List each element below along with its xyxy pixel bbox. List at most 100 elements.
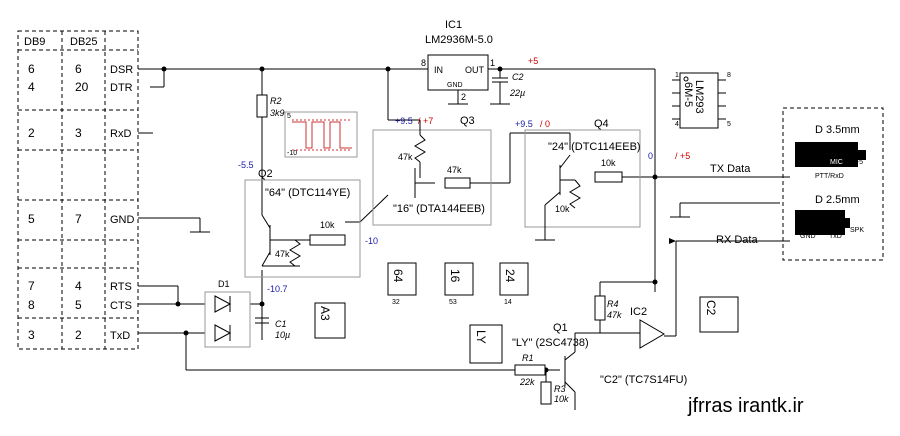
r2-resistor: R2 3k9	[256, 94, 285, 118]
svg-text:TxD: TxD	[829, 233, 842, 240]
gnd-label: GND	[110, 214, 135, 226]
svg-text:5: 5	[727, 121, 731, 128]
q1-ref: Q1	[553, 322, 568, 334]
pkg-ly: LY	[469, 324, 503, 364]
net-q4-red: / 0	[540, 119, 550, 129]
pkg-24: 24 14	[499, 262, 529, 306]
svg-text:GND: GND	[800, 233, 816, 240]
r2-ref: R2	[270, 96, 282, 106]
dsr-db25: 6	[75, 62, 82, 76]
rxd-db25: 3	[75, 126, 82, 140]
q1-transistor: Q1 "LY" (2SC4738) R1 22k R3 10k "C2" (TC…	[512, 322, 687, 405]
txd-db9: 3	[28, 328, 35, 342]
col-db25-header: DB25	[70, 36, 98, 48]
rxd-label: RxD	[110, 128, 131, 140]
q2-part: "64" (DTC114YE)	[265, 187, 350, 199]
q3-rb: 47k	[447, 165, 462, 175]
q4-rb: 10k	[601, 158, 616, 168]
net-q3-blue: +9.5	[395, 116, 413, 126]
c2-ref: C2	[512, 72, 524, 82]
svg-text:GND: GND	[447, 82, 463, 89]
jack35-title: D 3.5mm	[815, 124, 860, 136]
q3-box: +9.5 / +7 Q3 "16" (DTA144EEB) 47k 47k -1…	[365, 115, 492, 246]
ic2-schmitt: IC2	[630, 306, 665, 349]
cts-db9: 8	[28, 298, 35, 312]
waveform-bottom: -10	[287, 150, 297, 157]
svg-text:53: 53	[449, 299, 457, 306]
c2-pkg-code: C2	[704, 300, 718, 316]
svg-text:4: 4	[675, 121, 679, 128]
dtr-db25: 20	[75, 80, 89, 94]
cts-db25: 5	[75, 298, 82, 312]
gnd-db9: 5	[28, 212, 35, 226]
cts-label: CTS	[110, 300, 132, 312]
waveform-top: 5	[287, 113, 291, 120]
net-tx-blue: 0	[648, 151, 653, 161]
lm293-label2: 6M-5	[682, 82, 694, 107]
c1-value: 10µ	[275, 330, 290, 340]
q4-part: "24" (DTC114EEB)	[548, 141, 641, 153]
svg-text:14: 14	[504, 299, 512, 306]
svg-text:MIC: MIC	[830, 159, 843, 166]
q2-ref: Q2	[258, 168, 273, 180]
txd-db25: 2	[75, 328, 82, 342]
jack25-title: D 2.5mm	[815, 194, 860, 206]
c1-capacitor: C1 10µ	[255, 317, 290, 340]
q1-part: "LY" (2SC4738)	[512, 337, 589, 349]
net-q3-red: / +7	[418, 116, 433, 126]
r4-ref: R4	[607, 299, 619, 309]
svg-text:IN: IN	[434, 65, 443, 75]
ic1-regulator: IN OUT GND IC1 LM2936M-5.0 8 1 2 +5	[421, 19, 538, 105]
rts-label: RTS	[110, 281, 132, 293]
wires	[138, 66, 790, 410]
lm293-label: LM293	[693, 80, 705, 114]
c2-capacitor: C2 22µ	[490, 72, 525, 105]
r2-value: 3k9	[270, 108, 285, 118]
q2-rbe: 47k	[275, 249, 290, 259]
dtr-label: DTR	[110, 82, 133, 94]
svg-text:8: 8	[421, 58, 426, 68]
a3-code: A3	[318, 306, 332, 321]
q3-part: "16" (DTA144EEB)	[393, 203, 485, 215]
q4-ref: Q4	[594, 118, 609, 130]
ic1-part: LM2936M-5.0	[425, 34, 493, 46]
jack35-sub: PTT/RxD	[815, 173, 844, 180]
tx-data-label: TX Data	[710, 163, 751, 175]
ic2-ref: IC2	[630, 306, 647, 318]
pkg-c2: C2	[699, 296, 739, 333]
pkg-16: 16 53	[444, 262, 474, 306]
pkg-64: 64 32	[387, 262, 417, 306]
svg-text:1: 1	[490, 58, 495, 68]
jack25-sub: SPK	[850, 227, 864, 234]
q2-rb: 10k	[320, 220, 335, 230]
c2-value: 22µ	[509, 88, 525, 98]
q4-rbe: 10k	[555, 204, 570, 214]
rts-db9: 7	[28, 279, 35, 293]
ic1-ref: IC1	[445, 19, 462, 31]
r4-resistor: R4 47k	[594, 295, 622, 321]
svg-text:2: 2	[461, 92, 466, 102]
dtr-db9: 4	[28, 80, 35, 94]
net-tx-red: / +5	[675, 151, 690, 161]
svg-text:OUT: OUT	[465, 65, 485, 75]
ic2-part: "C2" (TC7S14FU)	[600, 374, 687, 386]
rts-db25: 4	[75, 279, 82, 293]
pkg64-code: 64	[391, 269, 405, 283]
c1-ref: C1	[275, 319, 287, 329]
net-q4-blue: +9.5	[515, 119, 533, 129]
pkg24-code: 24	[503, 269, 517, 283]
net-m107: -10.7	[267, 284, 288, 294]
q3-rbe: 47k	[398, 152, 413, 162]
pkg-a3: A3	[314, 302, 346, 339]
svg-text:8: 8	[727, 72, 731, 79]
q4-box: +9.5 / 0 Q4 "24" (DTC114EEB) 10k 10k 0 /…	[515, 118, 690, 241]
q2-box: Q2 "64" (DTC114YE) 10k 47k -5.5 -10.7	[238, 160, 361, 294]
q3-ref: Q3	[460, 115, 475, 127]
watermark: jfrras irantk.ir	[687, 395, 804, 417]
supply-plus5: +5	[528, 56, 538, 66]
r1-value: 22k	[519, 377, 535, 387]
svg-text:1: 1	[675, 72, 679, 79]
dsr-label: DSR	[110, 64, 133, 76]
